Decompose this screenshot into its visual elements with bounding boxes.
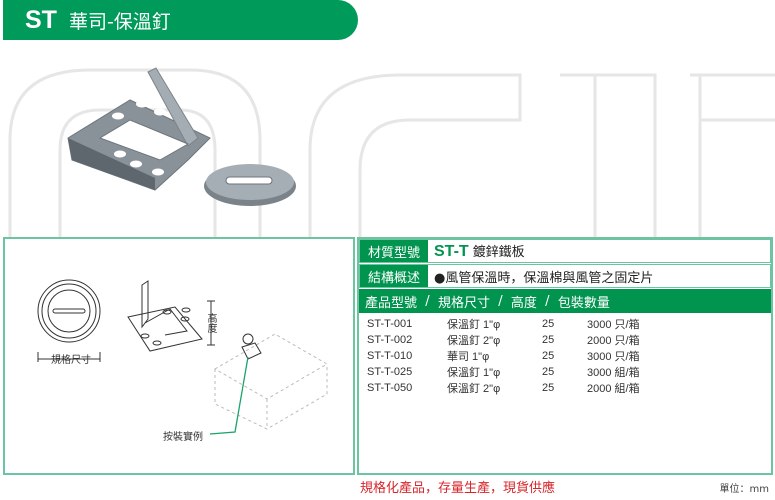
material-label: 材質型號 <box>360 240 428 262</box>
install-example-label: 按裝實例 <box>163 432 203 443</box>
table-cell: 保溫釘 2"φ <box>447 335 501 347</box>
table-cell: ST-T-050 <box>367 382 413 394</box>
table-cell: 保溫釘 1"φ <box>447 367 501 379</box>
disc-drawing <box>37 279 101 362</box>
slogan: 規格化產品，存量生產，現貨供應 <box>360 481 556 496</box>
cap-disc-image <box>204 164 296 206</box>
table-cell: 25 <box>542 350 555 362</box>
table-cell: 25 <box>542 318 555 330</box>
table-cell: 華司 1"φ <box>447 351 490 363</box>
duct-drawing <box>214 333 328 430</box>
table-cell: 25 <box>542 334 555 346</box>
table-header: 產品型號 / 規格尺寸 / 高度 / 包裝數量 <box>359 289 771 313</box>
series-code: ST <box>25 5 57 34</box>
series-name: 華司-保溫釘 <box>68 10 171 33</box>
column-header: 包裝數量 <box>557 295 610 311</box>
diagram-panel: 規格尺寸 高度 按裝實例 <box>3 237 355 475</box>
product-photo <box>67 67 296 206</box>
column-header: 高度 <box>510 295 537 311</box>
column-header: 規格尺寸 <box>437 295 490 311</box>
table-row: ST-T-050 保溫釘 2"φ 25 2000 組/箱 <box>367 380 640 396</box>
column-header: 產品型號 <box>365 295 418 311</box>
structure-value: ●風管保溫時，保溫棉與風管之固定片 <box>434 270 654 286</box>
material-value: 鍍鋅鐵板 <box>472 245 525 260</box>
table-row: ST-T-010 華司 1"φ 25 3000 只/箱 <box>367 348 640 364</box>
unit-note: 單位：mm <box>719 484 769 495</box>
table-row: ST-T-025 保溫釘 1"φ 25 3000 組/箱 <box>367 364 640 380</box>
structure-label: 結構概述 <box>360 265 428 287</box>
washer-plate-image <box>67 67 211 191</box>
plate-drawing <box>127 280 215 352</box>
table-cell: 保溫釘 2"φ <box>447 383 501 395</box>
table-cell: 25 <box>542 366 555 378</box>
technical-drawing <box>37 279 328 435</box>
table-cell: ST-T-001 <box>367 318 413 330</box>
table-row: ST-T-002 保溫釘 2"φ 25 2000 只/箱 <box>367 332 640 348</box>
table-cell: 2000 只/箱 <box>587 335 640 347</box>
table-cell: ST-T-010 <box>367 350 413 362</box>
table-cell: 保溫釘 1"φ <box>447 319 501 331</box>
structure-row: 結構概述 ●風管保溫時，保溫棉與風管之固定片 <box>359 264 771 288</box>
title-banner: ST 華司-保溫釘 <box>3 0 358 40</box>
background-watermark <box>8 68 775 240</box>
table-row: ST-T-001 保溫釘 1"φ 25 3000 只/箱 <box>367 316 640 332</box>
table-cell: 2000 組/箱 <box>587 383 640 395</box>
material-code: ST-T <box>434 243 469 260</box>
size-label: 規格尺寸 <box>51 355 91 366</box>
table-cell: 3000 只/箱 <box>587 351 640 363</box>
table-cell: 25 <box>542 382 555 394</box>
table-cell: 3000 只/箱 <box>587 319 640 331</box>
product-table: ST-T-001 保溫釘 1"φ 25 3000 只/箱 ST-T-002 保溫釘 2"φ… <box>367 316 640 396</box>
table-cell: ST-T-025 <box>367 366 413 378</box>
callout-line <box>209 356 249 435</box>
table-cell: 3000 組/箱 <box>587 367 640 379</box>
table-cell: ST-T-002 <box>367 334 413 346</box>
height-label: 高度 <box>205 313 216 333</box>
